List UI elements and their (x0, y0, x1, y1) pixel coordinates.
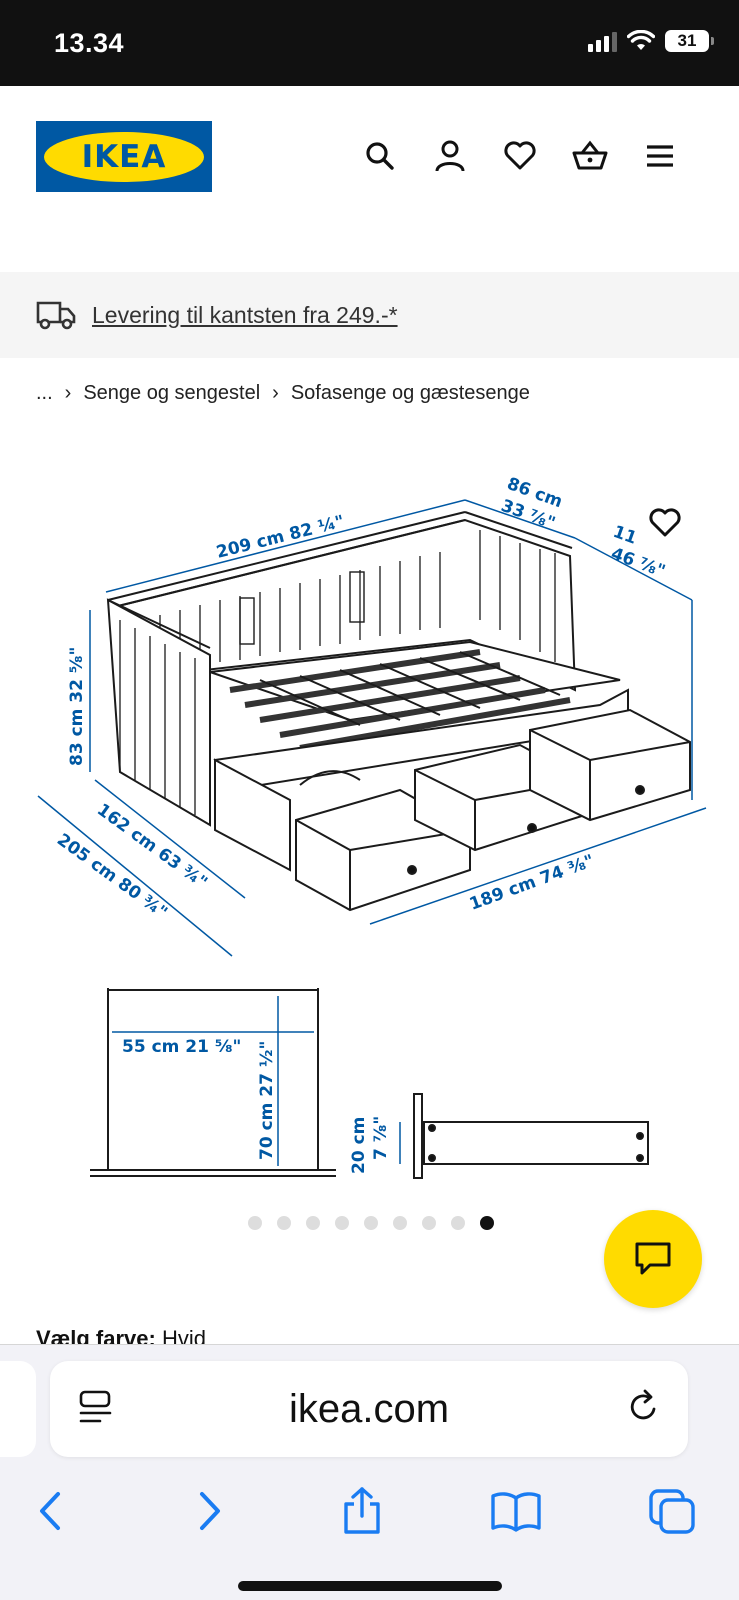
status-time: 13.34 (54, 28, 125, 58)
dimension-drawing: 209 cm 82 ¼" 86 cm 33 ⅞" 11 46 ⅞" 83 cm … (37, 474, 707, 1179)
signal-icon (588, 30, 617, 52)
tabs-button[interactable] (644, 1483, 700, 1539)
breadcrumb: ... › Senge og sengestel › Sofasenge og … (36, 382, 530, 405)
carousel-dot[interactable] (480, 1216, 494, 1230)
dim-inner-width: 55 cm 21 ⅝" (122, 1037, 241, 1057)
dim-inner-height: 70 cm 27 ½" (257, 1041, 277, 1160)
delivery-banner[interactable]: Levering til kantsten fra 249.-* (0, 272, 739, 358)
heart-icon (649, 508, 681, 537)
basket-icon[interactable] (570, 136, 610, 176)
carousel-dot[interactable] (306, 1216, 320, 1230)
previous-tab-preview[interactable] (0, 1361, 36, 1457)
share-button[interactable] (334, 1483, 390, 1539)
battery-level: 31 (677, 31, 697, 50)
chevron-right-icon (200, 1492, 220, 1530)
breadcrumb-item-daybeds[interactable]: Sofasenge og gæstesenge (290, 382, 530, 404)
header-icons (360, 136, 680, 176)
breadcrumb-ellipsis[interactable]: ... (36, 382, 53, 404)
book-icon (491, 1492, 541, 1532)
breadcrumb-separator: › (64, 382, 72, 404)
carousel-dot[interactable] (422, 1216, 436, 1230)
share-icon (344, 1487, 380, 1534)
chevron-left-icon (40, 1492, 60, 1530)
save-to-wishlist-button[interactable] (648, 508, 682, 543)
back-button[interactable] (22, 1483, 78, 1539)
chat-button[interactable] (604, 1210, 702, 1308)
chat-icon (635, 1242, 671, 1275)
color-value: Hvid (161, 1326, 206, 1344)
carousel-dot[interactable] (364, 1216, 378, 1230)
carousel-dot[interactable] (248, 1216, 262, 1230)
carousel-dot[interactable] (451, 1216, 465, 1230)
bookmarks-button[interactable] (488, 1483, 544, 1539)
forward-button[interactable] (182, 1483, 238, 1539)
address-bar[interactable]: ikea.com (50, 1361, 688, 1457)
tabs-icon (649, 1489, 695, 1534)
heart-icon[interactable] (500, 136, 540, 176)
site-header: IKEA (0, 86, 739, 272)
dim-length-ext: 189 cm 74 ⅜" (467, 851, 597, 915)
home-indicator (238, 1581, 502, 1591)
breadcrumb-item-beds[interactable]: Senge og sengestel (83, 382, 261, 404)
carousel-dot[interactable] (277, 1216, 291, 1230)
url-text: ikea.com (288, 1387, 450, 1431)
carousel-dot[interactable] (335, 1216, 349, 1230)
menu-icon[interactable] (640, 136, 680, 176)
dim-height: 83 cm 32 ⅝" (67, 647, 87, 766)
search-icon[interactable] (360, 136, 400, 176)
account-icon[interactable] (430, 136, 470, 176)
page-menu-icon[interactable] (78, 1389, 114, 1427)
browser-nav (0, 1483, 739, 1543)
reload-icon[interactable] (626, 1389, 662, 1427)
battery-icon: 31 (665, 30, 714, 52)
ikea-logo[interactable]: IKEA (36, 121, 212, 192)
breadcrumb-separator: › (272, 382, 279, 404)
logo-oval: IKEA (44, 131, 204, 182)
logo-text: IKEA (81, 138, 167, 175)
truck-icon (36, 301, 76, 330)
dim-drawer-height-in: 7 ⅞" (371, 1116, 391, 1160)
product-image[interactable]: 209 cm 82 ¼" 86 cm 33 ⅞" 11 46 ⅞" 83 cm … (0, 440, 739, 1200)
carousel-dots (248, 1216, 494, 1230)
browser-toolbar: ikea.com (0, 1344, 739, 1600)
status-icons: 31 (588, 30, 714, 52)
dim-drawer-height-cm: 20 cm (349, 1117, 369, 1174)
delivery-link[interactable]: Levering til kantsten fra 249.-* (92, 301, 398, 328)
color-label: Vælg farve: (36, 1326, 156, 1344)
color-selector[interactable]: Vælg farve: Hvid (36, 1326, 206, 1344)
status-bar: 13.34 31 (0, 0, 739, 86)
wifi-icon (627, 30, 655, 50)
carousel-dot[interactable] (393, 1216, 407, 1230)
dim-ext-in: 46 ⅞" (608, 544, 667, 582)
